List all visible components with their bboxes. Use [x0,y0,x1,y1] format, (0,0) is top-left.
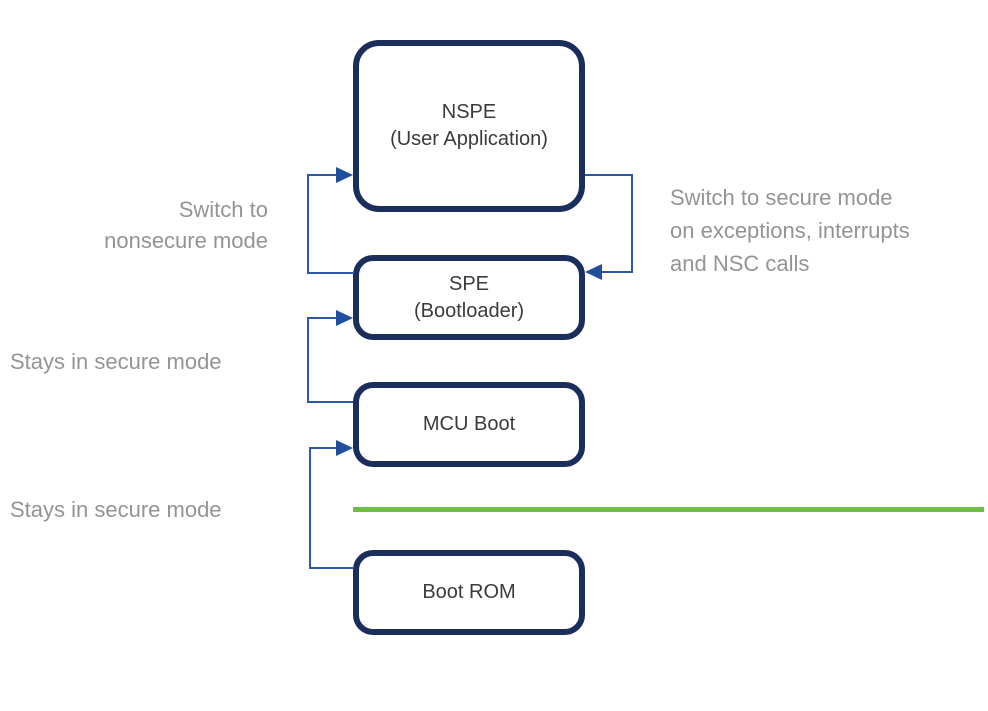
node-nspe: NSPE (User Application) [353,40,585,212]
arrowhead-into-spe-right-icon [585,264,602,280]
node-boot-rom: Boot ROM [353,550,585,635]
connector-bootrom-to-mcuboot [309,447,353,569]
connector-nspe-to-spe [585,174,633,273]
connector-spe-to-nspe [307,174,353,274]
arrowhead-into-nspe-icon [336,167,353,183]
secure-boundary-line [353,507,984,512]
label-stays-in-secure-mode-1: Stays in secure mode [10,349,222,374]
label-switch-to-nonsecure-mode: Switch to nonsecure mode [104,197,268,253]
arrowhead-into-spe-left-icon [336,310,353,326]
label-switch-to-secure-mode: Switch to secure mode on exceptions, int… [670,185,910,276]
node-spe: SPE (Bootloader) [353,255,585,340]
node-mcu-boot: MCU Boot [353,382,585,467]
label-stays-in-secure-mode-2: Stays in secure mode [10,497,222,522]
connector-mcuboot-to-spe [307,317,353,403]
arrowhead-into-mcuboot-icon [336,440,353,456]
